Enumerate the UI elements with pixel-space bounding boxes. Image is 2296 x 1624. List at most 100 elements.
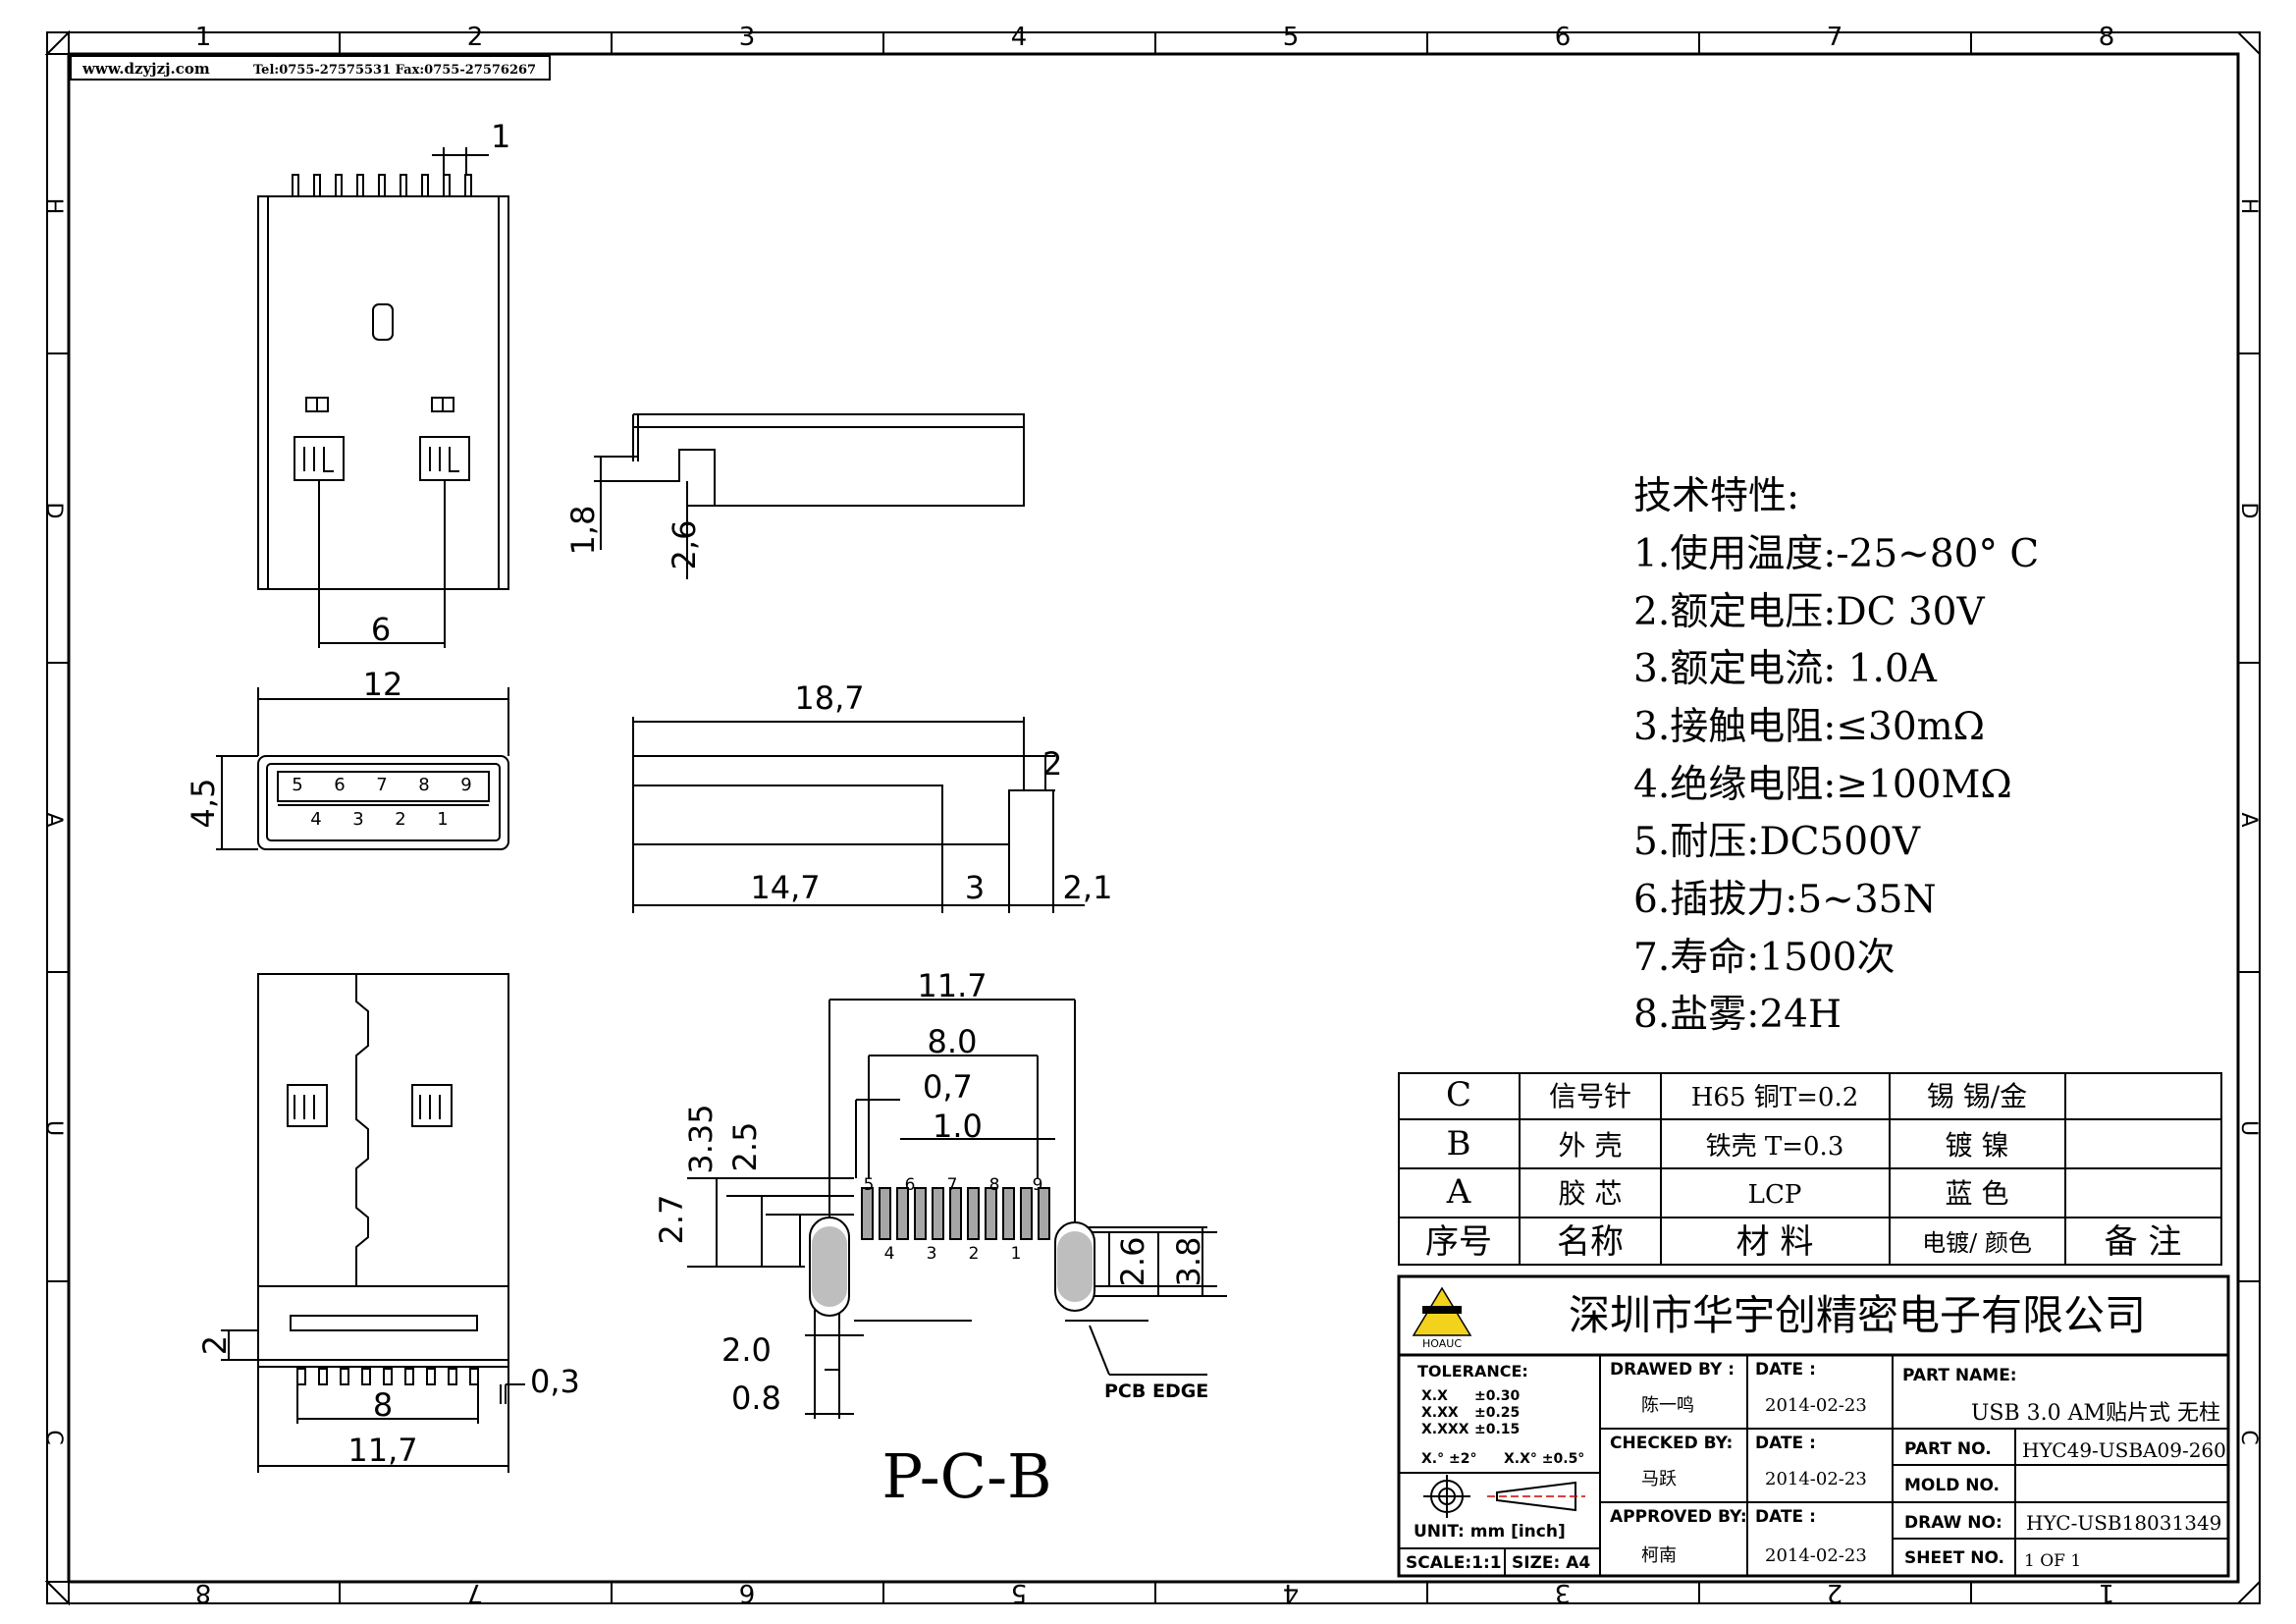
date-label: DATE :: [1755, 1434, 1816, 1453]
dim-front-height: 4,5: [185, 779, 222, 829]
frame-bottom-num: 4: [1283, 1578, 1300, 1607]
draw-no-label: DRAW NO:: [1904, 1513, 2002, 1533]
dim-length-c: 2,1: [1063, 869, 1113, 906]
frame-top-num: 2: [467, 23, 484, 52]
frame-top-num: 3: [739, 23, 756, 52]
header-contact: Tel:0755-27575531 Fax:0755-27576267: [253, 63, 536, 78]
specs-block: 技术特性: 1.使用温度:-25~80° C 2.额定电压:DC 30V 3.额…: [1633, 474, 2039, 1037]
specs-title: 技术特性:: [1633, 474, 1799, 518]
date-value: 2014-02-23: [1765, 1395, 1867, 1416]
date-value: 2014-02-23: [1765, 1469, 1867, 1489]
frame-left-letter: D: [41, 503, 66, 519]
frame-right-letter: D: [2236, 503, 2261, 519]
dim-side-2-6: 2,6: [666, 520, 703, 570]
frame-top-num: 5: [1283, 23, 1300, 52]
side-view: [594, 413, 1025, 579]
tolerance-key: X.XX: [1421, 1405, 1459, 1421]
front-pin-top: 5: [292, 775, 302, 795]
spec-item: 2.额定电压:DC 30V: [1633, 590, 1985, 634]
header-box: [70, 55, 551, 81]
dim-bottom-inner: 8: [373, 1386, 393, 1424]
unit-label: UNIT: mm [inch]: [1414, 1522, 1566, 1542]
frame-right-letter: U: [2236, 1120, 2261, 1136]
dim-pcb-2-6: 2.6: [1114, 1237, 1151, 1287]
approval-values: 陈一鸣 马跃 柯南 2014-02-23 2014-02-23 2014-02-…: [1641, 1395, 2226, 1571]
front-pin-bottom: 1: [437, 809, 448, 830]
date-label: DATE :: [1755, 1360, 1816, 1380]
frame-bottom-num: 5: [1011, 1578, 1028, 1607]
logo-text: HOAUC: [1422, 1337, 1462, 1350]
front-view: [216, 687, 509, 850]
angle-tolerance: X.° ±2°: [1421, 1451, 1476, 1467]
mat-row-material: H65 铜T=0.2: [1691, 1083, 1859, 1112]
size-label: SIZE: A4: [1512, 1553, 1590, 1573]
mat-header-note: 备 注: [2105, 1222, 2182, 1262]
frame-right-letter: A: [2236, 812, 2261, 827]
frame-left-letter: U: [41, 1120, 66, 1136]
checked-by: 马跃: [1641, 1469, 1677, 1489]
mat-header-id: 序号: [1425, 1222, 1492, 1262]
mat-row-finish: 蓝 色: [1946, 1177, 2009, 1210]
dim-top-spacing: 6: [371, 611, 391, 648]
spec-item: 6.插拔力:5~35N: [1633, 878, 1937, 922]
spec-item: 7.寿命:1500次: [1633, 936, 1896, 980]
frame-right-letter: C: [2236, 1430, 2261, 1444]
frame-top-num: 4: [1011, 23, 1028, 52]
tolerance-block: TOLERANCE: X.X ±0.30 X.XX ±0.25 X.XXX ±0…: [1406, 1362, 1590, 1573]
angle-tolerance: X.X° ±0.5°: [1504, 1451, 1584, 1467]
frame-left-letter: A: [41, 812, 66, 827]
frame-bottom-num: 8: [195, 1578, 212, 1607]
front-pin-bottom: 3: [352, 809, 363, 830]
tolerance-key: X.X: [1421, 1388, 1448, 1404]
materials-table: [1398, 1072, 2222, 1266]
date-label: DATE :: [1755, 1507, 1816, 1527]
pcb-pin-labels: 5 6 7 8 9 4 3 2 1: [864, 1175, 1043, 1264]
tolerance-val: ±0.30: [1474, 1388, 1521, 1404]
part-name-label: PART NAME:: [1902, 1366, 2017, 1385]
front-pin-top: 9: [460, 775, 471, 795]
length-view: [632, 717, 1085, 913]
checked-by-label: CHECKED BY:: [1610, 1434, 1733, 1453]
mat-header-name: 名称: [1557, 1222, 1624, 1262]
dim-pcb-0-7: 0,7: [923, 1068, 973, 1106]
tolerance-key: X.XXX: [1421, 1422, 1469, 1437]
dim-bottom-outer: 11,7: [347, 1432, 417, 1469]
frame-bottom-num: 3: [1555, 1578, 1572, 1607]
spec-item: 5.耐压:DC500V: [1633, 820, 1921, 864]
mold-no-label: MOLD NO.: [1904, 1476, 2000, 1495]
dim-pcb-3-8: 3.8: [1170, 1237, 1207, 1287]
part-no-label: PART NO.: [1904, 1439, 1992, 1459]
pcb-pin-bottom: 1: [1011, 1244, 1022, 1264]
pcb-pin-top: 7: [947, 1175, 958, 1195]
outer-frame: [46, 31, 2261, 1604]
mat-row-material: LCP: [1748, 1180, 1802, 1210]
front-pin-bottom: 4: [310, 809, 321, 830]
pcb-pin-bottom: 2: [969, 1244, 980, 1264]
dim-bottom-tab: 2: [196, 1335, 234, 1355]
dim-pcb-0-8: 0.8: [731, 1380, 781, 1417]
title-block: [1397, 1274, 2230, 1578]
sheet-no: 1 OF 1: [2024, 1551, 2081, 1571]
company-logo: HOAUC: [1412, 1286, 1472, 1350]
frame-bottom-num: 7: [467, 1578, 484, 1607]
company-name: 深圳市华宇创精密电子有限公司: [1569, 1291, 2146, 1339]
spec-item: 3.额定电流: 1.0A: [1633, 647, 1938, 691]
dim-pcb-1-0: 1.0: [933, 1108, 983, 1145]
dim-length-a: 14,7: [750, 869, 820, 906]
materials-rows: C 信号针 H65 铜T=0.2 锡 锡/金 B 外 壳 铁壳 T=0.3 镀 …: [1425, 1075, 2181, 1262]
dim-pcb-3-35: 3.35: [682, 1104, 720, 1173]
pcb-edge-label: PCB EDGE: [1104, 1380, 1208, 1402]
mat-header-finish: 电镀/ 颜色: [1922, 1229, 2032, 1257]
draw-no: HYC-USB18031349: [2026, 1511, 2221, 1535]
tolerance-val: ±0.25: [1474, 1405, 1520, 1421]
pcb-pin-top: 5: [864, 1175, 875, 1195]
corner-arrow-br: [2235, 1579, 2261, 1604]
dim-length-step: 2: [1042, 745, 1062, 783]
tolerance-val: ±0.15: [1474, 1422, 1520, 1437]
inner-frame: [67, 52, 2240, 1584]
frame-right-letter: H: [2236, 198, 2261, 215]
pcb-dimensions: 11.7 8.0 0,7 1.0 3.35 2.5 2.7 2.6 3.8 2.…: [653, 967, 1207, 1417]
top-view: [257, 147, 509, 648]
dim-length-total: 18,7: [794, 679, 864, 717]
